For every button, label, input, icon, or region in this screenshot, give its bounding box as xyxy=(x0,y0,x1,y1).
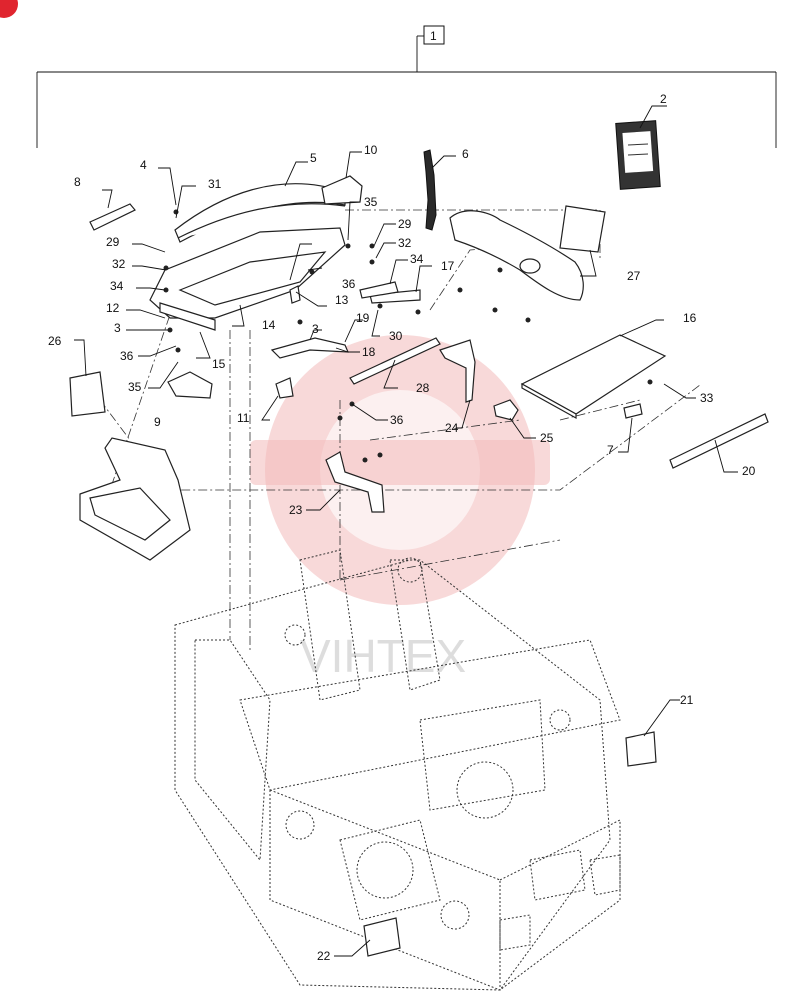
callout-34: 34 xyxy=(110,279,124,293)
callout-32: 32 xyxy=(112,257,126,271)
callout-9: 9 xyxy=(154,415,161,429)
callout-7: 7 xyxy=(607,443,614,457)
part-bracket-34 xyxy=(359,281,399,299)
callout-26: 26 xyxy=(48,334,62,348)
part-console-14 xyxy=(149,227,346,331)
callout-32: 32 xyxy=(398,236,412,250)
part-right-housing-27 xyxy=(449,205,606,301)
callout-24: 24 xyxy=(445,421,459,435)
part-bar-20 xyxy=(669,413,769,469)
part-plate-16-edge xyxy=(521,382,577,420)
callout-13: 13 xyxy=(335,293,349,307)
callout-3: 3 xyxy=(312,322,319,336)
assembly-bracket: 1 xyxy=(36,25,777,148)
watermark-text: VIHTEX xyxy=(300,630,466,682)
callout-34: 34 xyxy=(410,252,424,266)
callout-2: 2 xyxy=(660,92,667,106)
callout-15: 15 xyxy=(212,357,226,371)
part-plate-16 xyxy=(520,334,667,415)
callout-8: 8 xyxy=(74,175,81,189)
callout-16: 16 xyxy=(683,311,697,325)
callout-30: 30 xyxy=(389,329,403,343)
callout-12: 12 xyxy=(106,301,120,315)
callout-17: 17 xyxy=(441,259,455,273)
part-top-cover-edge xyxy=(177,203,346,239)
callout-14: 14 xyxy=(262,318,276,332)
part-rod-8 xyxy=(89,203,136,231)
callout-35: 35 xyxy=(128,380,142,394)
assembly-label: 1 xyxy=(430,29,437,43)
callout-29: 29 xyxy=(398,217,412,231)
callout-18: 18 xyxy=(362,345,376,359)
part-decal-26 xyxy=(69,371,106,417)
callout-36: 36 xyxy=(120,349,134,363)
leader-lines xyxy=(74,105,738,957)
part-block-9 xyxy=(167,371,213,399)
callout-4: 4 xyxy=(140,158,147,172)
part-decal-2 xyxy=(615,120,661,190)
part-strip-6 xyxy=(423,149,437,231)
callout-20: 20 xyxy=(742,464,756,478)
callout-6: 6 xyxy=(462,147,469,161)
corner-badge xyxy=(0,0,18,18)
part-decal-21 xyxy=(625,731,657,767)
callout-11: 11 xyxy=(237,411,250,425)
part-bracket-13 xyxy=(289,285,301,304)
callout-3: 3 xyxy=(114,321,121,335)
watermark-logo xyxy=(250,335,550,605)
callout-labels: 2 3 3 4 5 6 7 8 9 10 11 12 13 14 15 16 1… xyxy=(48,92,756,963)
callout-10: 10 xyxy=(364,143,378,157)
part-decal-22 xyxy=(363,917,401,957)
part-pad-10 xyxy=(321,175,363,205)
part-bracket-11 xyxy=(275,377,294,399)
part-lower-console xyxy=(79,437,191,561)
part-bracket-23 xyxy=(325,451,385,513)
callout-21: 21 xyxy=(680,693,694,707)
machine-frame xyxy=(174,549,621,991)
callout-28: 28 xyxy=(416,381,430,395)
callout-31: 31 xyxy=(208,177,222,191)
callout-5: 5 xyxy=(310,151,317,165)
callout-33: 33 xyxy=(700,391,714,405)
callout-23: 23 xyxy=(289,503,303,517)
callout-36: 36 xyxy=(342,277,356,291)
callout-22: 22 xyxy=(317,949,331,963)
callout-29: 29 xyxy=(106,235,120,249)
part-bracket-24 xyxy=(439,339,476,403)
callout-36: 36 xyxy=(390,413,404,427)
callout-27: 27 xyxy=(627,269,641,283)
part-block-25 xyxy=(493,399,519,421)
part-bracket-19 xyxy=(369,289,421,304)
callout-19: 19 xyxy=(356,311,370,325)
part-clip-7 xyxy=(623,403,643,419)
callout-25: 25 xyxy=(540,431,554,445)
callout-35: 35 xyxy=(364,195,378,209)
